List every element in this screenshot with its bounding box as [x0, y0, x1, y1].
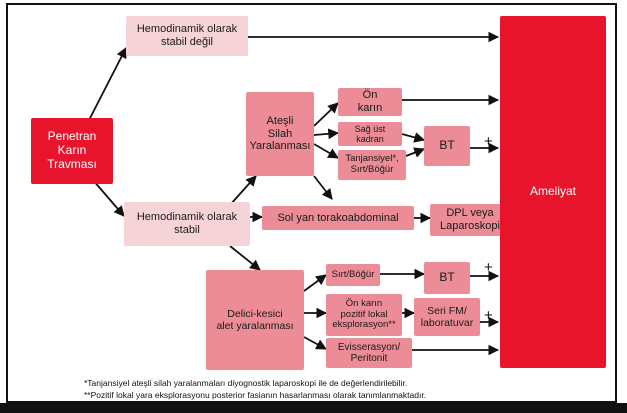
node-stable-label: Hemodinamik olarak stabil [136, 211, 238, 236]
plus-sign-serifm: + [484, 307, 493, 324]
arrow-stab-to-sirtbogur [303, 274, 327, 292]
node-ameliyat-label: Ameliyat [529, 184, 576, 199]
footnote-1: *Tanjansiyel ateşli silah yaralanmaları … [84, 378, 408, 388]
node-dpl-label: DPL veya Laparoskopi [440, 207, 500, 232]
arrow-stable-to-gunshot [229, 175, 257, 206]
node-on-karin-label: Ön karın [357, 89, 383, 114]
arrow-sagust-to-bt [401, 132, 426, 143]
node-tanjansiyel: Tanjansiyel*, Sırt/Böğür [338, 150, 406, 180]
node-penetran-label: Penetran Karın Travması [47, 129, 97, 171]
node-stable: Hemodinamik olarak stabil [124, 202, 250, 246]
node-gunshot: Ateşli Silah Yaralanması [246, 92, 314, 176]
arrow-penetran-to-unstable [85, 47, 127, 127]
node-unstable: Hemodinamik olarak stabil değil [126, 16, 248, 56]
arrow-gunshot-to-tanjansiyel [313, 143, 339, 159]
node-on-karin-pozitif-label: Ön karın pozitif lokal eksplorasyon** [332, 297, 396, 331]
node-unstable-label: Hemodinamik olarak stabil değil [136, 23, 238, 48]
arrow-gunshot-to-sagust [313, 128, 340, 140]
node-stab: Delici-kesici alet yaralanması [206, 270, 304, 370]
node-sol-yan-label: Sol yan torakoabdominal [277, 211, 399, 224]
node-sag-ust-label: Sağ üst kadran [354, 123, 386, 144]
node-sag-ust: Sağ üst kadran [338, 122, 402, 146]
node-penetran: Penetran Karın Travması [31, 118, 113, 184]
arrow-stab-to-evisserasyon [303, 336, 327, 350]
node-evisserasyon-label: Evisserasyon/ Peritonit [337, 341, 401, 365]
node-seri-fm: Seri FM/ laboratuvar [414, 298, 480, 336]
plus-sign-bottom: + [484, 259, 493, 276]
node-evisserasyon: Evisserasyon/ Peritonit [326, 338, 412, 368]
arrow-stable-to-stab [229, 245, 261, 271]
node-dpl: DPL veya Laparoskopi [430, 204, 510, 236]
node-sirt-bogur-label: Sırt/Böğür [331, 268, 375, 280]
node-seri-fm-label: Seri FM/ laboratuvar [420, 304, 474, 329]
footnote-2: **Pozitif lokal yara eksplorasyonu poste… [84, 390, 427, 400]
node-bt-top-label: BT [439, 138, 455, 153]
node-gunshot-label: Ateşli Silah Yaralanması [249, 115, 311, 153]
node-stab-label: Delici-kesici alet yaralanması [216, 307, 294, 332]
node-on-karin: Ön karın [338, 88, 402, 116]
node-on-karin-pozitif: Ön karın pozitif lokal eksplorasyon** [326, 294, 402, 336]
node-bt-top: BT [424, 126, 470, 166]
arrow-gunshot-to-onkarin [313, 102, 339, 127]
node-bt-bottom: BT [424, 262, 470, 294]
node-tanjansiyel-label: Tanjansiyel*, Sırt/Böğür [345, 153, 399, 175]
node-sirt-bogur: Sırt/Böğür [326, 264, 380, 286]
plus-sign-top: + [484, 133, 493, 150]
node-ameliyat: Ameliyat [500, 16, 606, 368]
bottom-bar [0, 403, 627, 413]
node-sol-yan: Sol yan torakoabdominal [262, 206, 414, 230]
arrow-gunshot-to-solyan [313, 175, 333, 200]
arrow-tanjansiyel-to-bt [405, 147, 426, 158]
node-bt-bottom-label: BT [439, 270, 455, 285]
